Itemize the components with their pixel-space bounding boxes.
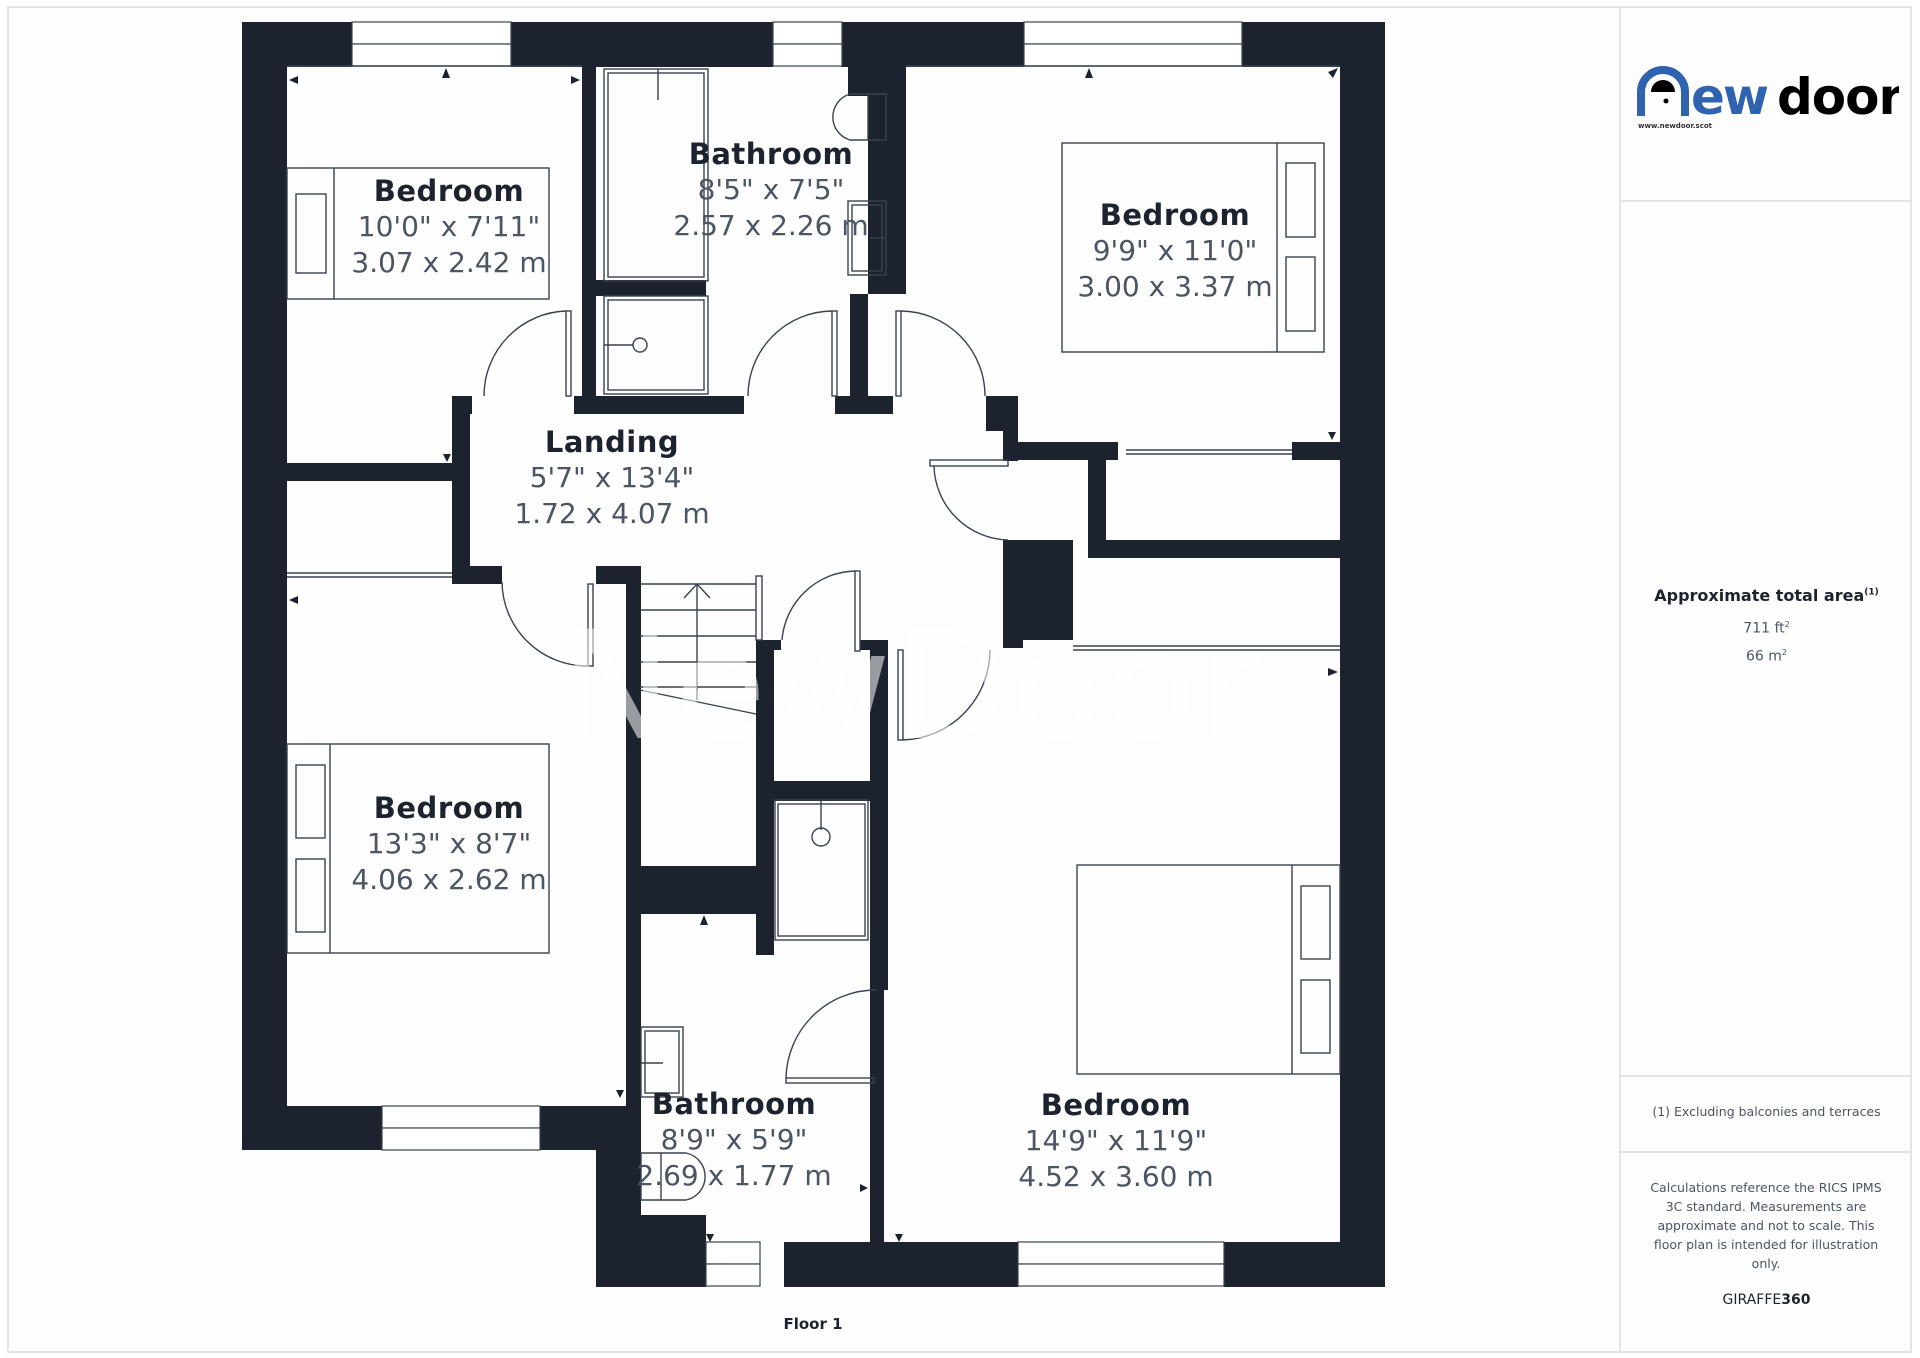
room-dim-metric: 2.69 x 1.77 m xyxy=(636,1159,832,1192)
divider xyxy=(1621,1075,1912,1077)
room-bathroom-2: Bathroom 8'9" x 5'9" 2.69 x 1.77 m xyxy=(636,1086,831,1194)
giraffe360-brand: GIRAFFE360 xyxy=(1621,1292,1912,1308)
room-bedroom-3: Bedroom 13'3" x 8'7" 4.06 x 2.62 m xyxy=(351,790,546,898)
logo-section: ew door www.newdoor.scot xyxy=(1621,6,1912,202)
area-sqm: 66 m2 xyxy=(1621,648,1912,665)
area-sqft: 711 ft2 xyxy=(1621,620,1912,637)
area-title-footnote-marker: (1) xyxy=(1864,587,1879,598)
room-dim-imperial: 8'9" x 5'9" xyxy=(660,1123,808,1156)
room-dim-metric: 4.06 x 2.62 m xyxy=(351,863,547,896)
room-name: Bedroom xyxy=(1099,198,1251,232)
area-sqm-value: 66 m xyxy=(1746,648,1782,665)
area-sqft-value: 711 ft xyxy=(1743,620,1785,637)
info-panel: ew door www.newdoor.scot Approximate tot… xyxy=(1619,6,1912,1353)
svg-text:door: door xyxy=(1777,68,1899,120)
room-dim-metric: 2.57 x 2.26 m xyxy=(673,209,869,242)
fixtures xyxy=(286,65,1341,1201)
room-bedroom-2: Bedroom 9'9" x 11'0" 3.00 x 3.37 m xyxy=(1077,197,1272,305)
area-title-text: Approximate total area xyxy=(1654,586,1865,605)
room-dim-imperial: 13'3" x 8'7" xyxy=(366,827,532,860)
room-name: Landing xyxy=(544,425,680,459)
divider xyxy=(1621,1151,1912,1153)
dimension-markers xyxy=(289,68,1338,1242)
room-name: Bedroom xyxy=(373,174,525,208)
brand-prefix: GIRAFFE xyxy=(1722,1292,1782,1308)
walls xyxy=(242,22,1385,1287)
room-dim-imperial: 8'5" x 7'5" xyxy=(697,173,845,206)
floor-label: Floor 1 xyxy=(783,1315,843,1333)
room-dim-metric: 4.52 x 3.60 m xyxy=(1018,1160,1214,1193)
room-dim-metric: 1.72 x 4.07 m xyxy=(514,497,710,530)
room-dim-imperial: 9'9" x 11'0" xyxy=(1092,234,1258,267)
windows xyxy=(351,21,1243,1287)
room-name: Bedroom xyxy=(373,791,525,825)
newdoor-logo-icon: ew door xyxy=(1637,66,1899,120)
room-dim-metric: 3.00 x 3.37 m xyxy=(1077,270,1273,303)
footnote: (1) Excluding balconies and terraces xyxy=(1652,1104,1881,1119)
room-dim-imperial: 14'9" x 11'9" xyxy=(1024,1124,1208,1157)
room-bathroom-1: Bathroom 8'5" x 7'5" 2.57 x 2.26 m xyxy=(673,136,868,244)
room-dim-imperial: 10'0" x 7'11" xyxy=(357,210,541,243)
room-name: Bathroom xyxy=(651,1087,817,1121)
room-dim-metric: 3.07 x 2.42 m xyxy=(351,246,547,279)
room-bedroom-4: Bedroom 14'9" x 11'9" 4.52 x 3.60 m xyxy=(1018,1087,1213,1195)
room-name: Bathroom xyxy=(688,137,854,171)
unit-superscript: 2 xyxy=(1781,648,1787,657)
room-dim-imperial: 5'7" x 13'4" xyxy=(529,461,695,494)
room-bedroom-1: Bedroom 10'0" x 7'11" 3.07 x 2.42 m xyxy=(351,173,546,281)
unit-superscript: 2 xyxy=(1784,620,1790,629)
svg-text:ew: ew xyxy=(1691,68,1768,120)
logo-url: www.newdoor.scot xyxy=(1638,122,1713,130)
disclaimer: Calculations reference the RICS IPMS 3C … xyxy=(1650,1180,1882,1271)
brand-suffix: 360 xyxy=(1781,1292,1811,1308)
area-title: Approximate total area(1) xyxy=(1621,586,1912,605)
room-name: Bedroom xyxy=(1040,1088,1192,1122)
room-landing: Landing 5'7" x 13'4" 1.72 x 4.07 m xyxy=(514,424,709,532)
